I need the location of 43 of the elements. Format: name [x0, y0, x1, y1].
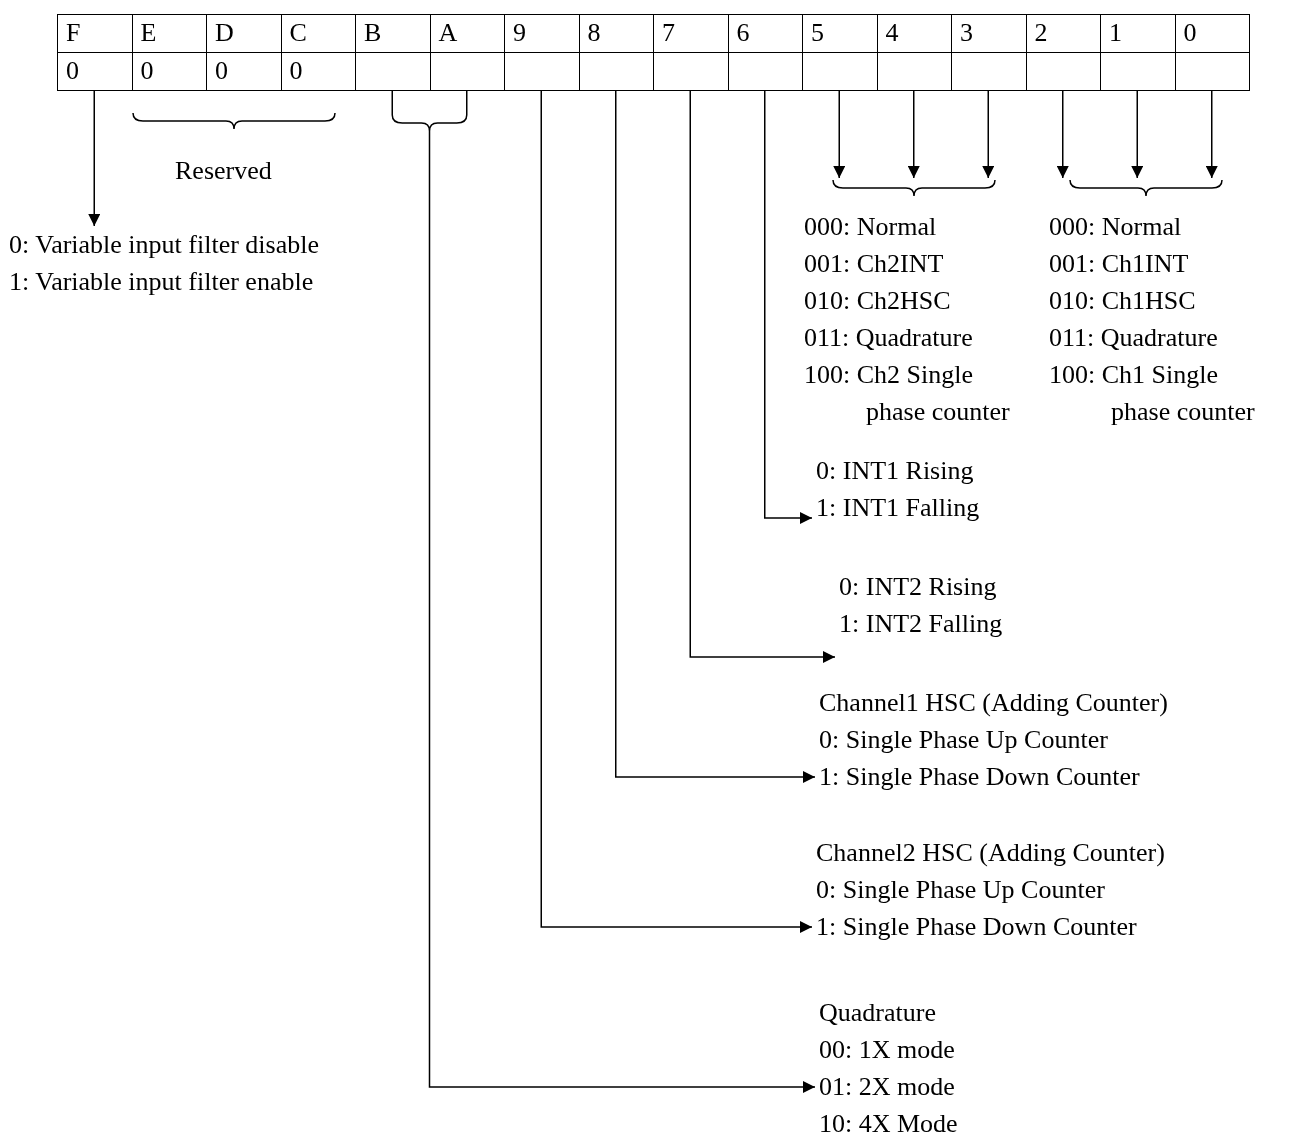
option-text: 011: Quadrature — [1049, 322, 1219, 354]
option-text: Channel2 HSC (Adding Counter) — [816, 837, 1166, 869]
option-text: 1: Single Phase Down Counter — [819, 761, 1141, 793]
arrow — [1205, 89, 1218, 179]
arrow — [689, 89, 836, 663]
option-text: 001: Ch1INT — [1049, 248, 1190, 280]
option-text: Channel1 HSC (Adding Counter) — [819, 687, 1169, 719]
arrow — [615, 89, 816, 783]
arrow — [907, 89, 920, 179]
option-text: 10: 4X Mode — [819, 1108, 959, 1136]
option-text: 1: Single Phase Down Counter — [816, 911, 1138, 943]
bit-value-cell: 0 — [57, 52, 133, 91]
arrow — [982, 89, 995, 179]
bracket-label: Reserved — [175, 155, 272, 187]
bit-header-cell: F — [57, 14, 133, 53]
option-text: 100: Ch2 Single phase counter — [804, 359, 1011, 428]
arrow — [1131, 89, 1144, 179]
option-text: 1: Variable input filter enable — [9, 266, 315, 298]
option-text: 0: Single Phase Up Counter — [819, 724, 1109, 756]
option-text: 0: INT1 Rising — [816, 455, 975, 487]
option-text: 0: INT2 Rising — [839, 571, 998, 603]
option-text: 010: Ch1HSC — [1049, 285, 1197, 317]
option-text: 0: Variable input filter disable — [9, 229, 320, 261]
arrow — [1056, 89, 1069, 179]
arrow — [764, 89, 813, 524]
arrow — [540, 89, 813, 933]
arrow — [88, 89, 101, 227]
option-text: 000: Normal — [1049, 211, 1183, 243]
option-text: 1: INT1 Falling — [816, 492, 981, 524]
arrow — [833, 89, 846, 179]
bit-value-cell — [1174, 52, 1250, 91]
option-text: 100: Ch1 Single phase counter — [1049, 359, 1256, 428]
arrow — [391, 89, 816, 1093]
option-text: 001: Ch2INT — [804, 248, 945, 280]
option-text: 00: 1X mode — [819, 1034, 956, 1066]
option-text: 01: 2X mode — [819, 1071, 956, 1103]
option-text: 000: Normal — [804, 211, 938, 243]
option-text: 1: INT2 Falling — [839, 608, 1004, 640]
option-text: 010: Ch2HSC — [804, 285, 952, 317]
bit-header-cell: 0 — [1174, 14, 1250, 53]
option-text: 0: Single Phase Up Counter — [816, 874, 1106, 906]
option-text: Quadrature — [819, 997, 937, 1029]
option-text: 011: Quadrature — [804, 322, 974, 354]
